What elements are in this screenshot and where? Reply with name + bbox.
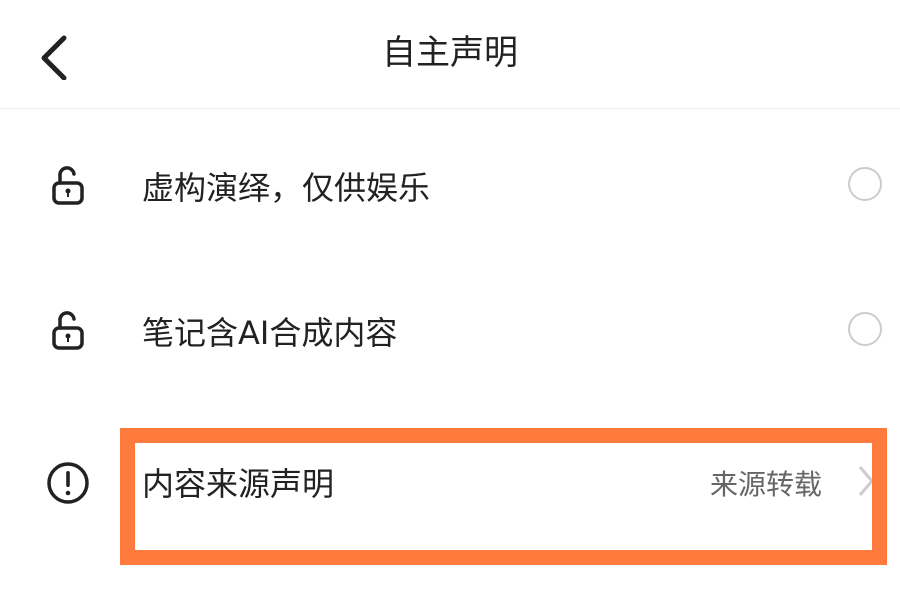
option-label: 内容来源声明: [142, 465, 335, 503]
option-content-source[interactable]: 内容来源声明 来源转载: [0, 441, 900, 521]
page-title: 自主声明: [382, 33, 518, 73]
option-label: 笔记含AI合成内容: [142, 314, 398, 352]
option-label: 虚构演绎，仅供娱乐: [142, 169, 431, 207]
chevron-left-icon: [41, 35, 67, 81]
radio-button[interactable]: [848, 167, 882, 201]
option-value: 来源转载: [710, 468, 823, 501]
back-button[interactable]: [36, 30, 76, 81]
chevron-right-icon: [858, 466, 874, 496]
unlock-icon: [52, 166, 84, 205]
exclamation-circle-icon: [47, 462, 89, 504]
option-ai-content[interactable]: 笔记含AI合成内容: [0, 290, 900, 370]
header-divider: [0, 108, 900, 109]
unlock-icon: [52, 311, 84, 350]
option-fiction[interactable]: 虚构演绎，仅供娱乐: [0, 145, 900, 225]
radio-button[interactable]: [848, 312, 882, 346]
